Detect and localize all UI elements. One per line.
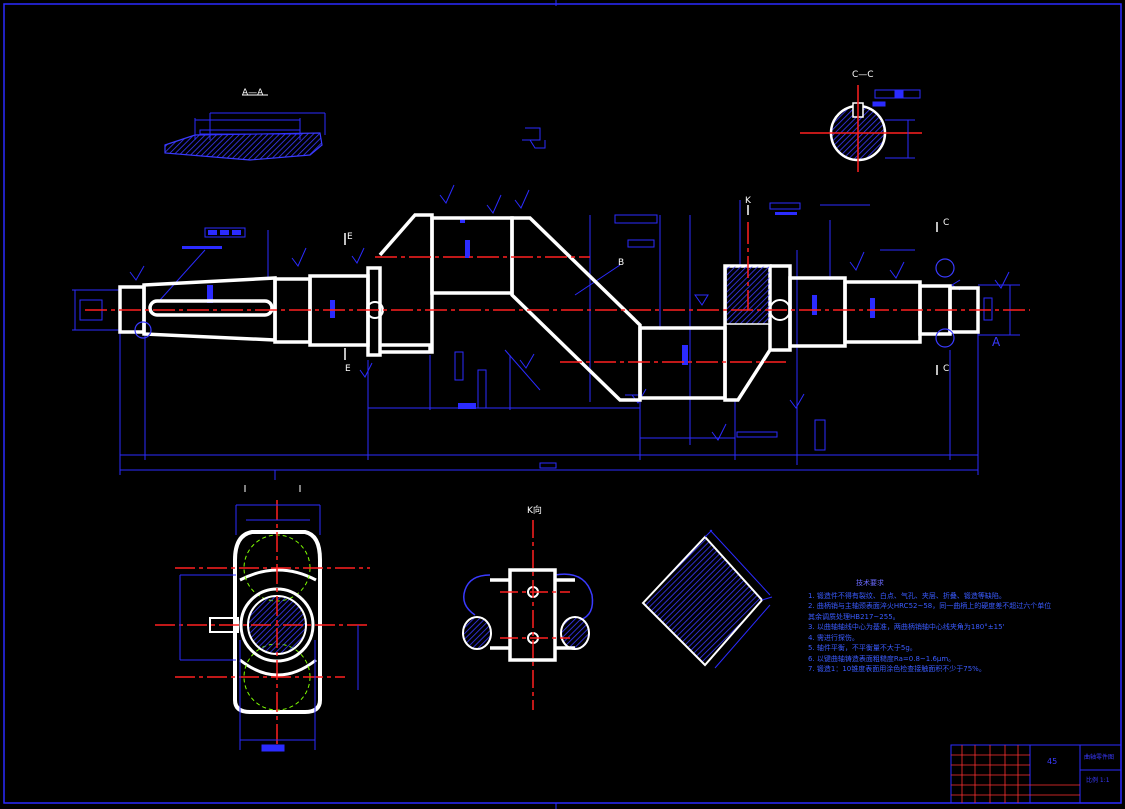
detail-fragment [522,127,546,149]
crankshaft-outline [118,213,980,402]
title-block-sub: 比例 1:1 [1086,777,1110,784]
section-c-c-view [800,85,922,172]
main-view-annotation-marks [79,202,993,469]
note-item: 其余调质处理HB217~255。 [808,612,900,621]
note-item: 2. 曲柄销与主轴颈表面淬火HRC52~58，同一曲柄上的硬度差不超过六个单位 [808,602,1052,610]
drawing-frame [3,0,1122,809]
label-k-view: K向 [527,506,542,516]
label-b-mark: B [618,258,625,268]
roughness-symbols [129,184,1010,441]
label-e-upper: E [347,232,353,242]
label-c-lower: C [943,364,950,374]
note-item: 7. 锻造1：10锥度表面用涂色检查接触面积不少于75%。 [808,665,986,673]
label-a-a: A—A [242,88,264,98]
note-item: 3. 以曲轴轴线中心为基准，两曲柄销轴中心线夹角为180°±15' [808,623,1005,631]
main-view-dimensions [72,200,1020,480]
note-item: 4. 需进行探伤。 [808,633,859,642]
label-c-c: C—C [852,70,874,80]
notes-title: 技术要求 [856,579,884,587]
label-c-upper: C [943,218,950,228]
note-item: 5. 轴件平衡，不平衡量不大于5g。 [808,644,917,652]
label-a-mark: A [992,335,1001,349]
section-a-a-view [164,94,326,161]
technical-requirements: 技术要求 1. 锻造件不得有裂纹、白点、气孔、夹层、折叠、锻造等缺陷。 2. 曲… [808,578,1108,675]
note-item: 1. 锻造件不得有裂纹、白点、气孔、夹层、折叠、锻造等缺陷。 [808,591,1006,600]
k-direction-view [462,520,594,710]
label-e-lower: E [345,364,351,374]
note-item: 6. 以键曲轴铸造表面粗糙度Ra=0.8~1.6μm。 [808,654,956,663]
title-block-mark: 45 [1047,757,1058,766]
hatched-square-detail [641,529,773,669]
title-block-name: 曲轴零件图 [1084,754,1115,761]
crankshaft-main-view [72,184,1030,480]
title-block [950,744,1122,804]
label-k-mark: K [745,196,751,206]
crank-end-view [155,485,370,752]
centerlines [85,222,1030,363]
section-marks [344,205,938,375]
